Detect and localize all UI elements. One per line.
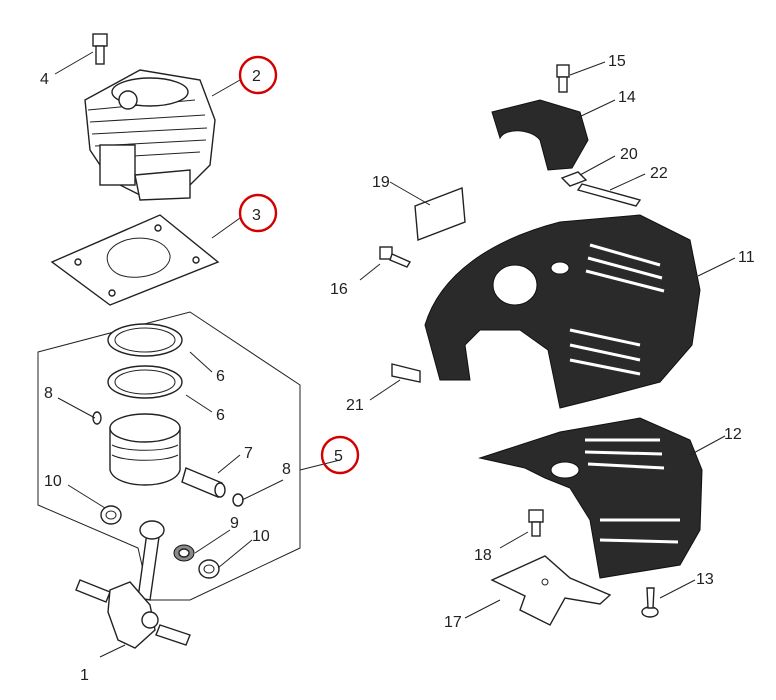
highlight-circle-3 <box>238 193 278 233</box>
circlip-right <box>232 493 244 507</box>
callout-6-upper: 6 <box>216 368 225 385</box>
foam-pad <box>414 187 466 241</box>
crankshaft <box>75 520 191 649</box>
callout-8-right: 8 <box>282 461 291 478</box>
small-label <box>560 171 588 187</box>
cover-screw-left <box>379 246 412 268</box>
highlight-circle-5 <box>320 435 360 475</box>
vent-label <box>391 363 421 383</box>
callout-11: 11 <box>738 249 755 266</box>
thrust-washer-right <box>198 559 220 579</box>
callout-21: 21 <box>346 397 364 414</box>
circlip-left <box>92 411 102 425</box>
callout-7: 7 <box>244 445 253 462</box>
callout-2: 2 <box>252 68 261 85</box>
callout-19: 19 <box>372 174 390 191</box>
callout-18: 18 <box>474 547 492 564</box>
callout-8-left: 8 <box>44 385 53 402</box>
callout-13: 13 <box>696 571 714 588</box>
callout-4: 4 <box>40 71 49 88</box>
engine-cover <box>424 214 701 409</box>
callout-17: 17 <box>444 614 462 631</box>
callout-5: 5 <box>334 448 343 465</box>
callout-16: 16 <box>330 281 348 298</box>
guard-screw <box>528 509 544 537</box>
callout-1: 1 <box>80 667 89 684</box>
cylinder <box>84 69 216 201</box>
exhaust-guard <box>478 417 703 579</box>
callout-12: 12 <box>724 426 742 443</box>
callout-14: 14 <box>618 89 636 106</box>
highlights <box>238 55 360 475</box>
piston-ring-lower <box>107 365 183 399</box>
callout-10-left: 10 <box>44 473 62 490</box>
highlight-circle-2 <box>238 55 278 95</box>
callout-3: 3 <box>252 207 261 224</box>
callout-22: 22 <box>650 165 668 182</box>
callout-10-right: 10 <box>252 528 270 545</box>
needle-bearing <box>173 544 195 562</box>
cylinder-gasket <box>50 214 220 306</box>
cylinder-bolt <box>92 33 108 65</box>
leader-lines <box>54 51 736 658</box>
top-cover <box>491 99 589 171</box>
warning-label <box>576 183 642 207</box>
piston-ring-upper <box>107 323 183 357</box>
piston <box>109 413 181 486</box>
cover-screw-top <box>556 64 570 93</box>
callouts: 1 2 3 4 5 6 6 7 8 8 9 10 10 11 12 13 14 … <box>40 53 755 684</box>
bracket-plate <box>490 555 612 626</box>
piston-kit-outline <box>37 311 301 601</box>
callout-20: 20 <box>620 146 638 163</box>
tapping-screw <box>641 587 659 618</box>
thrust-washer-left <box>100 505 122 525</box>
callout-15: 15 <box>608 53 626 70</box>
callout-6-lower: 6 <box>216 407 225 424</box>
piston-pin <box>181 467 226 498</box>
callout-9: 9 <box>230 515 239 532</box>
